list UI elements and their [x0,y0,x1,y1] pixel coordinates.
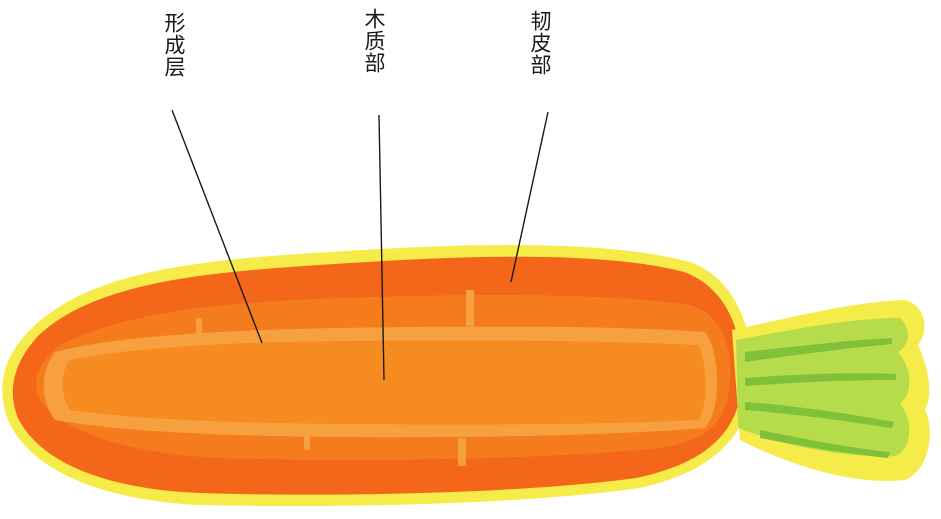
carrot-stem [732,300,930,481]
label-phloem: 韧皮部 [528,10,552,76]
label-xylem: 木质部 [362,8,386,74]
label-cambium: 形成层 [162,12,186,78]
